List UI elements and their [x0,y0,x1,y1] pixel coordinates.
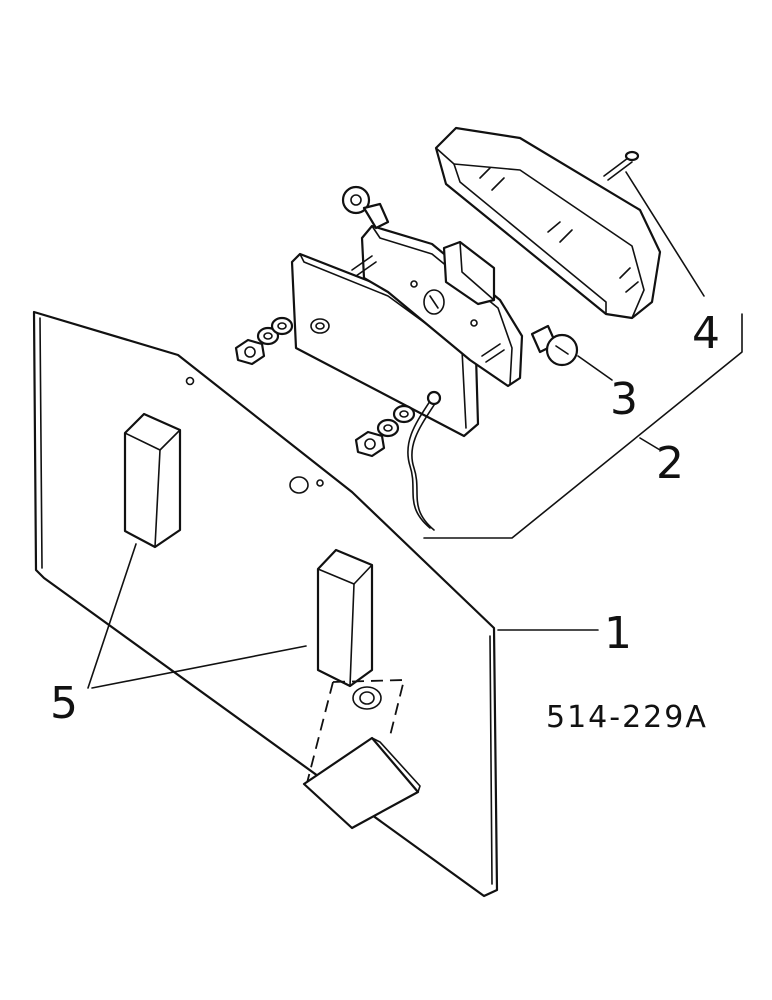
figure-code: 514-229A [546,700,708,735]
bulb-lower [530,324,579,367]
callout-3: 3 [610,374,638,425]
callout-4: 4 [692,308,720,359]
callout-5: 5 [50,678,78,729]
adhesive-pad [302,679,421,830]
lamp-lens [434,126,662,320]
spacer-block-lower [316,548,374,688]
leader-lines [87,171,743,689]
hardware-lower [354,404,416,458]
spacer-block-upper [123,412,182,549]
callout-1: 1 [604,608,632,659]
screw [603,150,640,181]
bulb-upper [341,185,390,230]
wire-lead [407,390,442,531]
hardware-upper [234,316,294,366]
mounting-panel [32,310,499,898]
callout-2: 2 [656,438,684,489]
lamp-body [351,224,524,388]
